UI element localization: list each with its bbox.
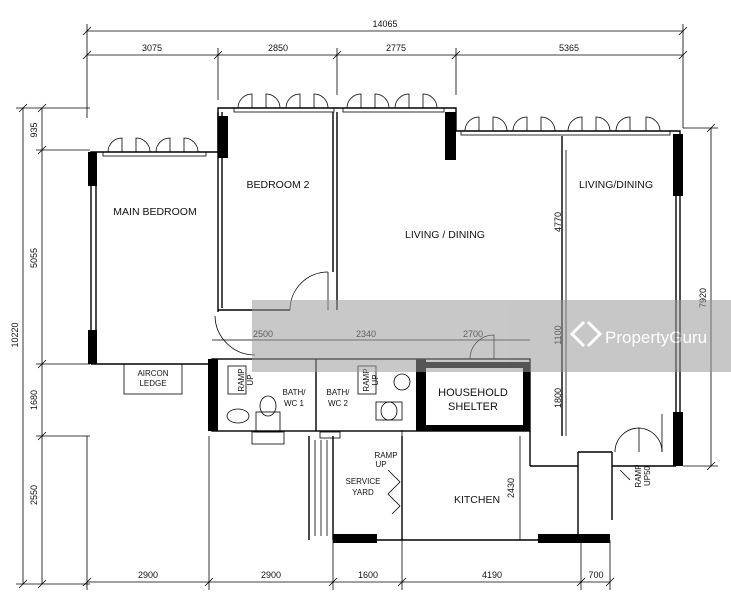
right-dimension-lines (683, 123, 718, 471)
dim-top-3: 2775 (386, 43, 406, 53)
dim-bottom-3: 1600 (358, 570, 378, 580)
label-ramp-up50-line1: RAMP (634, 464, 643, 487)
label-aircon-ledge-line1: AIRCON (137, 369, 168, 378)
label-aircon-ledge-line2: LEDGE (139, 379, 166, 388)
label-household-shelter-line2: SHELTER (448, 401, 498, 413)
watermark-brand-text: PropertyGuru (605, 328, 707, 347)
dim-interior-4770: 4770 (553, 212, 563, 232)
dim-left-4: 2550 (29, 485, 39, 505)
label-ramp-up-yard-line2: UP (375, 460, 386, 469)
dim-top-1: 3075 (142, 43, 162, 53)
dim-left-1: 935 (29, 122, 39, 137)
propertyguru-logo-icon (569, 320, 603, 348)
dim-bottom-4: 4190 (482, 570, 502, 580)
dim-bottom-5: 700 (588, 570, 603, 580)
dim-top-2: 2850 (268, 43, 288, 53)
dim-left-2: 5055 (29, 248, 39, 268)
label-bath-wc1-line2: WC 1 (284, 399, 305, 408)
dim-bottom-1: 2900 (138, 570, 158, 580)
label-household-shelter-line1: HOUSEHOLD (438, 387, 508, 399)
dim-left-3: 1680 (29, 390, 39, 410)
label-living-dining-2: LIVING/DINING (579, 179, 653, 191)
label-ramp-up-yard-line1: RAMP (374, 451, 397, 460)
dim-left-total: 10220 (10, 322, 20, 347)
dim-top-total: 14065 (372, 19, 397, 29)
top-dimension-lines (82, 24, 688, 128)
label-bath-wc2-line2: WC 2 (328, 399, 349, 408)
label-service-yard-line2: YARD (352, 488, 374, 497)
label-bath-wc1-line1: BATH/ (283, 388, 307, 397)
watermark-band (252, 300, 731, 372)
windows-top (102, 93, 671, 157)
ramp-markers (387, 469, 631, 515)
dim-interior-1800: 1800 (553, 388, 563, 408)
left-dimension-lines (16, 103, 90, 589)
wall-blocks (88, 112, 683, 543)
label-ramp-up-bath2-line2: UP (371, 374, 380, 385)
dim-right-total: 7920 (698, 288, 708, 308)
label-ramp-up-bath1-line2: UP (246, 374, 255, 385)
label-living-dining-1: LIVING / DINING (405, 229, 485, 241)
label-kitchen: KITCHEN (454, 494, 500, 506)
label-service-yard-line1: SERVICE (346, 477, 381, 486)
label-main-bedroom: MAIN BEDROOM (113, 206, 196, 218)
dim-interior-2430: 2430 (506, 478, 516, 498)
dim-bottom-2: 2900 (261, 570, 281, 580)
label-ramp-up50-line2: UP50 (643, 465, 652, 486)
propertyguru-watermark: PropertyGuru (252, 300, 731, 372)
label-bath-wc2-line1: BATH/ (327, 388, 351, 397)
dim-top-4: 5365 (559, 43, 579, 53)
label-bedroom-2: BEDROOM 2 (246, 179, 309, 191)
bottom-dimension-lines (82, 430, 615, 590)
label-ramp-up-bath1-line1: RAMP (237, 368, 246, 391)
label-ramp-up-bath2-line1: RAMP (362, 368, 371, 391)
